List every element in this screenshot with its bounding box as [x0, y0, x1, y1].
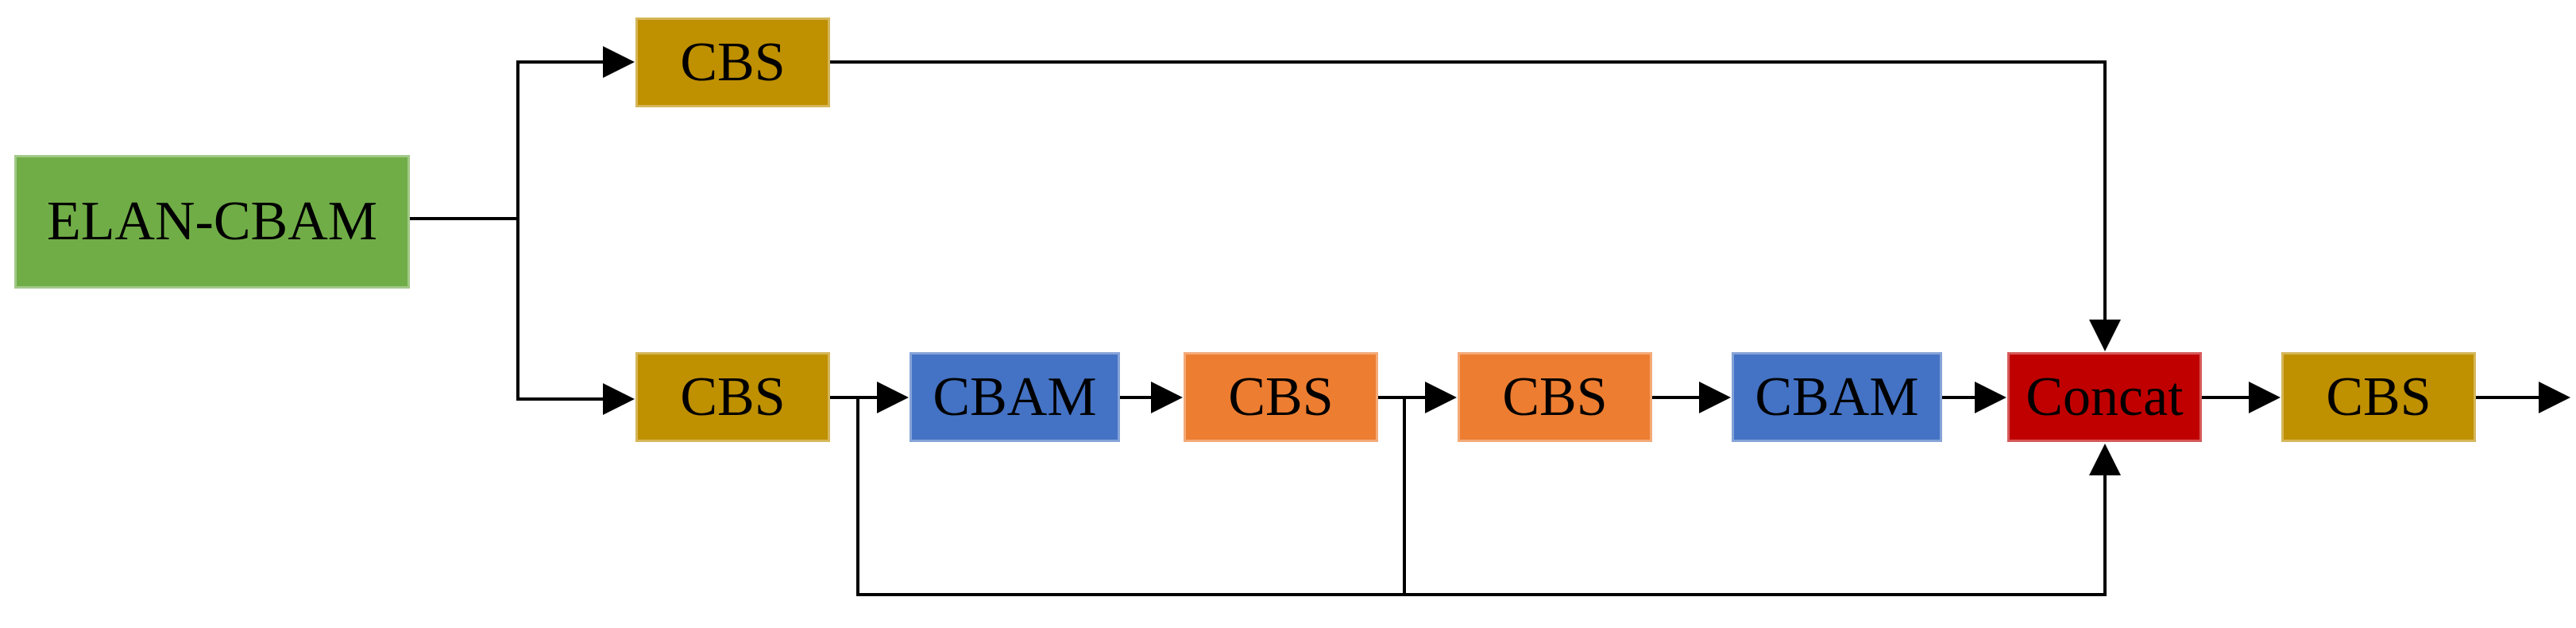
cbs-output-label: CBS — [2326, 366, 2431, 428]
cbs-block-output: CBS — [2281, 352, 2476, 442]
elan-cbam-block: ELAN-CBAM — [14, 155, 410, 289]
edge-split-to-cbs-top — [516, 46, 635, 219]
edge-cbs-top-to-concat — [830, 60, 2121, 351]
edge-cbs-1-skip-to-concat — [856, 397, 2121, 596]
cbam-2-label: CBAM — [1755, 366, 1919, 428]
concat-block: Concat — [2007, 352, 2202, 442]
cbs-block-3: CBS — [1458, 352, 1652, 442]
cbs-block-top: CBS — [635, 17, 830, 107]
cbam-block-2: CBAM — [1732, 352, 1942, 442]
cbam-1-label: CBAM — [933, 366, 1097, 428]
edge-split-to-cbs-1 — [516, 219, 635, 415]
concat-label: Concat — [2026, 366, 2184, 428]
cbs-3-label: CBS — [1502, 366, 1608, 428]
cbs-block-2: CBS — [1184, 352, 1378, 442]
cbs-2-label: CBS — [1228, 366, 1334, 428]
elan-cbam-label: ELAN-CBAM — [46, 191, 378, 252]
cbs-top-label: CBS — [680, 31, 786, 93]
cbs-block-1: CBS — [635, 352, 830, 442]
cbam-block-1: CBAM — [910, 352, 1120, 442]
cbs-1-label: CBS — [680, 366, 786, 428]
